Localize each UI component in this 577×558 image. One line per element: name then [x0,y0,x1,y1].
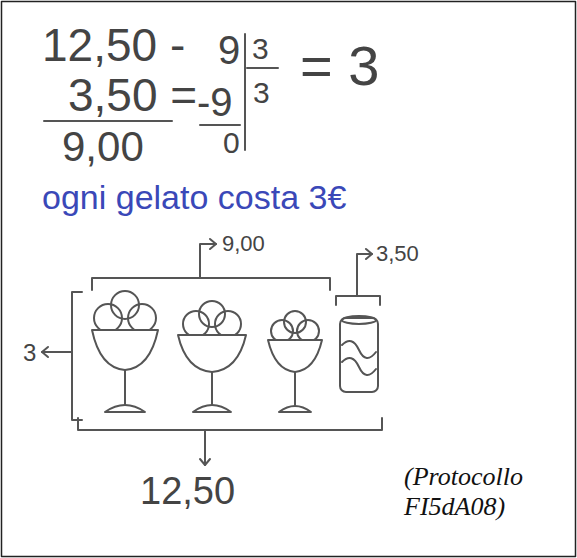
sum-line [44,120,172,122]
answer-sentence: ogni gelato costa 3€ [42,180,346,214]
arrow-head [42,347,48,357]
cup-count: 3 [23,341,36,365]
difference: 9,00 [62,126,144,168]
ice-cream-cup [268,311,322,412]
arrow-head [200,459,210,465]
subtrahend: 3,50 = [68,72,197,118]
arrow [42,351,72,353]
bracket [78,418,382,430]
partial-product: -9 [197,82,233,122]
drink-can [340,316,378,392]
can-price: 3,50 [376,243,419,265]
ice-cream-cup [92,291,158,412]
arrow [357,254,372,296]
ice-cream-cup [178,301,246,412]
bracket [72,292,82,420]
grand-total: 12,50 [140,472,235,510]
sum-line [200,124,240,126]
divisor: 3 [252,34,269,64]
arrow [200,244,216,278]
result: = 3 [300,38,379,94]
bracket [336,296,380,305]
arrow-head [210,239,216,249]
cups-total: 9,00 [222,233,265,255]
quotient: 3 [253,78,270,108]
arrow [204,430,206,465]
division-bar [244,34,246,150]
protocol-caption: (Protocollo FI5dA08) [404,462,554,522]
bracket [92,278,330,290]
division-bar [247,67,278,69]
arrow-head [366,249,372,259]
remainder: 0 [223,128,240,158]
minuend: 12,50 - [42,22,185,68]
dividend: 9 [218,30,240,70]
